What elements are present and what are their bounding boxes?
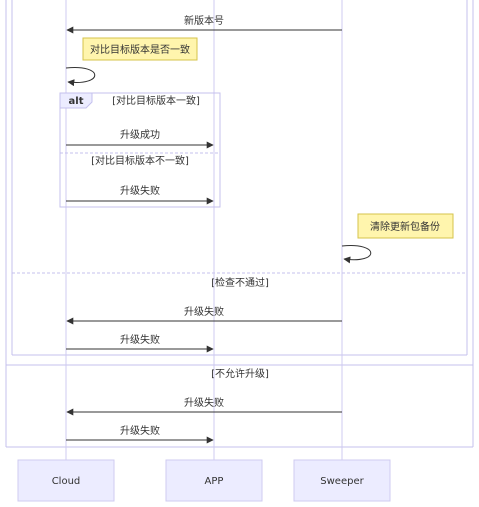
participant-cloud: Cloud — [17, 459, 115, 502]
participant-app-label: APP — [205, 476, 224, 487]
alt-fragment — [59, 92, 221, 208]
message-label-new-version: 新版本号 — [184, 14, 224, 27]
sweeper-self-loop — [341, 245, 372, 264]
message-label-upgrade-fail-5: 升级失败 — [120, 424, 160, 437]
note-compare-version-text: 对比目标版本是否一致 — [90, 43, 190, 56]
section-not-allowed: [不允许升级] — [211, 367, 269, 380]
participant-sweeper-label: Sweeper — [320, 476, 364, 487]
note-clear-backup — [357, 213, 454, 239]
alt-tag-box — [59, 92, 93, 109]
message-label-upgrade-fail-3: 升级失败 — [120, 333, 160, 346]
inner-frame — [11, 0, 468, 356]
note-clear-backup-text: 清除更新包备份 — [370, 220, 440, 233]
cloud-self-loop — [65, 67, 96, 87]
message-label-upgrade-fail-4: 升级失败 — [184, 396, 224, 409]
message-label-upgrade-fail-2: 升级失败 — [184, 305, 224, 318]
alt-condition-consistent: [对比目标版本一致] — [112, 94, 200, 107]
section-check-failed: [检查不通过] — [211, 276, 269, 289]
participant-cloud-label: Cloud — [52, 476, 81, 487]
message-label-upgrade-success: 升级成功 — [120, 129, 160, 141]
participant-app: APP — [165, 459, 263, 502]
note-compare-version — [82, 37, 198, 61]
participant-sweeper: Sweeper — [293, 459, 391, 502]
lifelines — [65, 0, 343, 460]
outer-frame — [5, 0, 474, 448]
alt-condition-inconsistent: [对比目标版本不一致] — [91, 154, 189, 167]
message-label-upgrade-fail-1: 升级失败 — [120, 184, 160, 197]
alt-keyword: alt — [69, 96, 84, 107]
